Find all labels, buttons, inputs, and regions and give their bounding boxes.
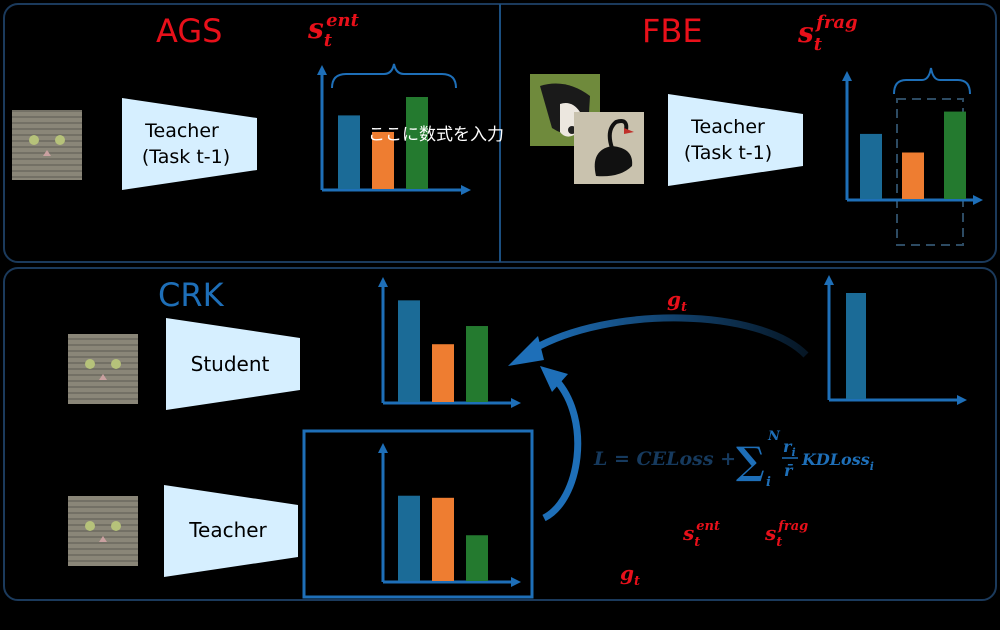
- gt-to-student-arc: [530, 314, 809, 358]
- svg-text:KDLossi: KDLossi: [801, 450, 874, 473]
- svg-text:N: N: [767, 429, 781, 444]
- svg-text:ri: ri: [783, 437, 796, 459]
- teacher-bar-2: [432, 497, 454, 581]
- fbe-bar-3: [944, 111, 966, 199]
- student-bar-1: [398, 300, 420, 402]
- fbe-teacher-block: [668, 94, 803, 186]
- student-label: Student: [191, 352, 270, 376]
- teacher-to-student-arc: [542, 377, 582, 522]
- ags-bar-2: [372, 131, 394, 189]
- fbe-bar-2: [902, 152, 924, 199]
- gt-bars: [846, 293, 866, 399]
- cat-image-student: [68, 334, 138, 404]
- teacher-label: Teacher: [188, 518, 267, 542]
- legend-g: gt: [620, 561, 640, 589]
- cat-image-teacher: [68, 496, 138, 566]
- svg-text:L = CELoss +: L = CELoss +: [593, 448, 736, 470]
- teacher-to-student-arrowhead: [540, 366, 568, 392]
- fbe-teacher-label: Teacher: [690, 116, 765, 138]
- swan-image: [574, 112, 644, 184]
- svg-text:∑: ∑: [736, 438, 765, 483]
- ags-bars: [338, 97, 428, 189]
- teacher-output-box: [302, 429, 534, 599]
- student-block: [166, 318, 300, 410]
- legend-s-ent: stent: [682, 519, 720, 550]
- fbe-bar-1: [860, 133, 882, 199]
- gt-label: gt: [667, 287, 687, 315]
- fbe-score-label: stfrag: [797, 12, 858, 55]
- equation-placeholder-overlay: ここに数式を入力: [368, 125, 504, 145]
- gt-to-student-arrowhead: [508, 336, 544, 366]
- fbe-teacher-task-label: (Task t-1): [684, 142, 772, 164]
- loss-formula: L = CELoss + ∑ N i ri r̄ KDLossi: [593, 429, 874, 490]
- bottom-panel-frame: [3, 267, 997, 601]
- fbe-brace: [893, 67, 971, 95]
- teacher-bar-1: [398, 495, 420, 581]
- ags-score-label: stent: [307, 10, 360, 51]
- gt-bar-1: [846, 293, 866, 399]
- svg-text:i: i: [766, 475, 771, 490]
- fbe-title: FBE: [642, 12, 703, 50]
- crk-title: CRK: [158, 276, 225, 314]
- ags-bar-3: [406, 97, 428, 189]
- ags-title: AGS: [156, 12, 222, 50]
- ags-teacher-block: [122, 98, 257, 190]
- ags-teacher-task-label: (Task t-1): [142, 146, 230, 168]
- fbe-bars: [860, 111, 966, 199]
- student-bar-3: [466, 326, 488, 402]
- student-bars: [398, 300, 488, 402]
- student-bar-2: [432, 344, 454, 402]
- ags-bar-1: [338, 115, 360, 189]
- teacher-bars: [398, 495, 488, 581]
- svg-text:r̄: r̄: [784, 461, 794, 480]
- cat-image: [12, 110, 82, 180]
- teacher-block: [164, 485, 298, 577]
- ags-teacher-label: Teacher: [144, 120, 219, 142]
- ags-brace: [331, 63, 457, 89]
- legend-s-frag: stfrag: [764, 519, 808, 550]
- teacher-bar-3: [466, 535, 488, 581]
